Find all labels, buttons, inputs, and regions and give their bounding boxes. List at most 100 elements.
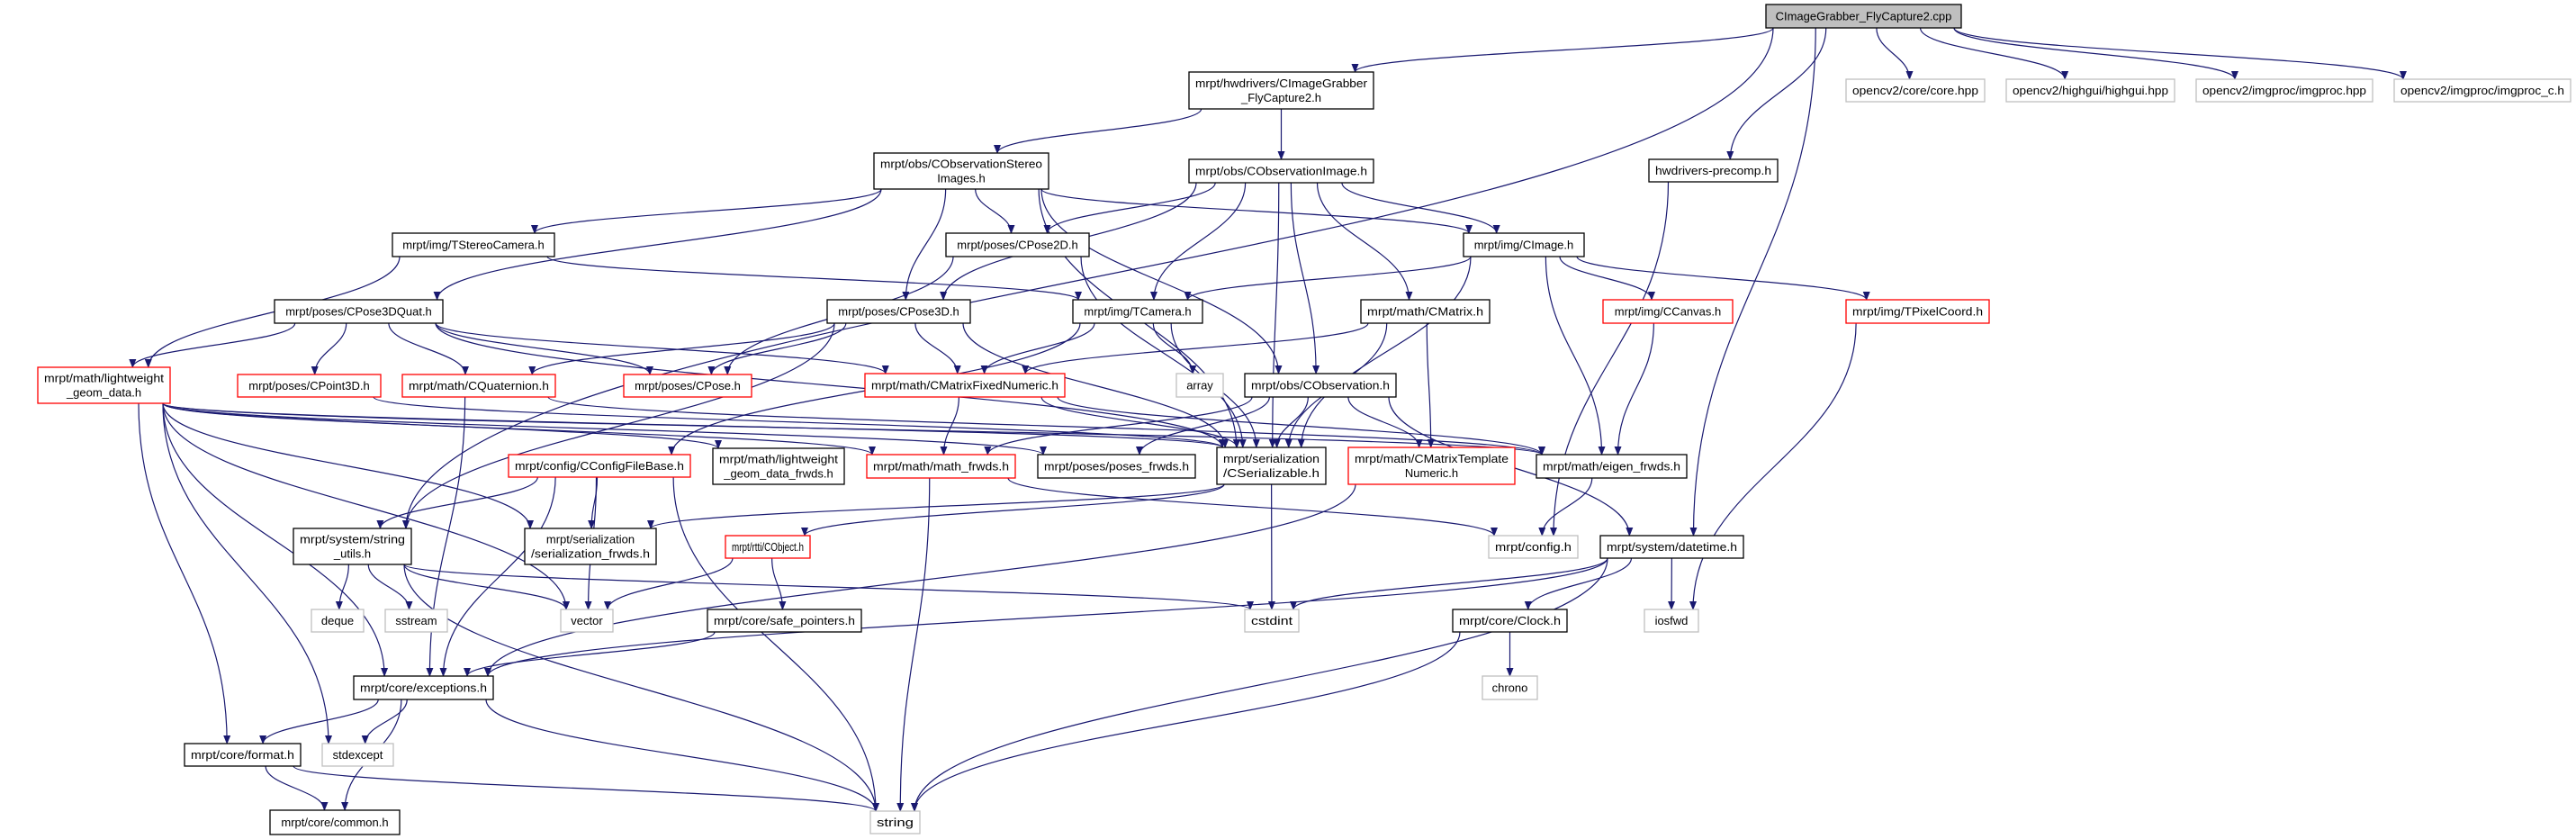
- edge-cconfig-to-string: [672, 476, 879, 812]
- edge-cser-to-serfrwds: [647, 483, 1225, 529]
- edge-stereo-to-cobs: [1040, 188, 1283, 374]
- node-serfrwds[interactable]: mrpt/serialization/serialization_frwds.h: [524, 528, 657, 565]
- node-imgproc[interactable]: opencv2/imgproc/imgproc.hpp: [2195, 78, 2373, 103]
- node-cmfn[interactable]: mrpt/math/CMatrixFixedNumeric.h: [864, 373, 1066, 398]
- edge-cimage-to-cser: [1297, 256, 1472, 448]
- node-highgui[interactable]: opencv2/highgui/highgui.hpp: [2005, 78, 2175, 103]
- node-box: [1188, 158, 1374, 184]
- node-box: [401, 374, 556, 398]
- node-cquat[interactable]: mrpt/math/CQuaternion.h: [401, 374, 556, 398]
- edge-cpose3d-to-cpose: [707, 322, 847, 375]
- node-ccanvas[interactable]: mrpt/img/CCanvas.h: [1602, 299, 1734, 324]
- node-precomp[interactable]: hwdrivers-precomp.h: [1648, 158, 1779, 183]
- edge-lwgd-to-stdexcept: [162, 402, 333, 744]
- edge-mathfrwds-to-config: [1007, 477, 1498, 537]
- edge-exceptions-to-stdexcept: [361, 699, 408, 744]
- node-ig_h[interactable]: mrpt/hwdrivers/CImageGrabber_FlyCapture2…: [1188, 71, 1374, 110]
- node-datetime[interactable]: mrpt/system/datetime.h: [1599, 535, 1744, 559]
- edge-cquat-to-exceptions: [426, 396, 466, 677]
- edge-cpp-to-imgproc_c: [1953, 27, 2407, 80]
- edge-cser-to-cobject: [801, 483, 1225, 537]
- node-box: [2393, 78, 2571, 103]
- node-strutils[interactable]: mrpt/system/string_utils.h: [293, 528, 412, 565]
- node-config[interactable]: mrpt/config.h: [1488, 535, 1579, 559]
- node-stdexcept[interactable]: stdexcept: [321, 743, 394, 767]
- node-box: [623, 374, 752, 398]
- node-box: [392, 232, 555, 257]
- node-box: [1360, 299, 1491, 324]
- node-deque[interactable]: deque: [311, 609, 365, 633]
- node-label: mrpt/core/common.h: [281, 816, 388, 829]
- node-lwfrwds[interactable]: mrpt/math/lightweight_geom_data_frwds.h: [712, 447, 845, 485]
- node-label: mrpt/poses/poses_frwds.h: [1044, 460, 1189, 474]
- node-cmatrix[interactable]: mrpt/math/CMatrix.h: [1360, 299, 1491, 324]
- node-common[interactable]: mrpt/core/common.h: [269, 809, 401, 835]
- edge-stereo-to-cpose2d: [975, 188, 1015, 234]
- edge-obsimg-to-cimage: [1341, 182, 1500, 234]
- node-box: [1644, 609, 1699, 633]
- node-core_hpp[interactable]: opencv2/core/core.hpp: [1845, 78, 1986, 103]
- edge-datetime-to-cstdint: [1290, 557, 1608, 610]
- node-chrono[interactable]: chrono: [1482, 675, 1538, 700]
- node-vector[interactable]: vector: [560, 609, 614, 633]
- node-box: [826, 299, 971, 324]
- edge-cobs-to-posesfrwds: [1136, 396, 1270, 456]
- node-cimage[interactable]: mrpt/img/CImage.h: [1463, 232, 1585, 257]
- node-cobs[interactable]: mrpt/obs/CObservation.h: [1244, 373, 1397, 398]
- edge-cpose3dquat-to-cpoint3d: [311, 322, 347, 375]
- node-box: [353, 675, 494, 700]
- node-mathfrwds[interactable]: mrpt/math/math_frwds.h: [866, 454, 1016, 479]
- node-box: [1482, 675, 1538, 700]
- node-sstream[interactable]: sstream: [384, 609, 448, 633]
- node-cconfig[interactable]: mrpt/config/CConfigFileBase.h: [508, 454, 691, 478]
- node-box: [293, 528, 412, 565]
- edge-cpose3dquat-to-cpose: [435, 322, 653, 375]
- node-cobject[interactable]: mrpt/rtti/CObject.h: [725, 535, 811, 559]
- node-cpose2d[interactable]: mrpt/poses/CPose2D.h: [945, 232, 1090, 257]
- node-label: mrpt/poses/CPoint3D.h: [248, 379, 369, 392]
- node-label: mrpt/system/datetime.h: [1607, 540, 1737, 554]
- node-box: [1188, 71, 1374, 110]
- node-label: mrpt/system/string: [300, 533, 405, 546]
- node-clock[interactable]: mrpt/core/Clock.h: [1452, 609, 1568, 633]
- node-label: mrpt/math/CMatrixFixedNumeric.h: [871, 379, 1058, 392]
- node-exceptions[interactable]: mrpt/core/exceptions.h: [353, 675, 494, 700]
- node-label: string: [877, 816, 914, 829]
- node-cpose[interactable]: mrpt/poses/CPose.h: [623, 374, 752, 398]
- edge-datetime-to-clock: [1524, 557, 1633, 610]
- node-label: iosfwd: [1655, 614, 1689, 627]
- node-string[interactable]: string: [869, 810, 921, 834]
- node-cpp[interactable]: CImageGrabber_FlyCapture2.cpp: [1765, 4, 1962, 29]
- edge-strutils-to-string: [403, 564, 879, 812]
- node-eigen[interactable]: mrpt/math/eigen_frwds.h: [1536, 454, 1688, 479]
- edge-clock-to-string: [911, 631, 1461, 812]
- node-array[interactable]: array: [1175, 373, 1224, 398]
- edge-cpoint3d-to-cser: [373, 396, 1226, 448]
- edge-cobject-to-vector: [604, 557, 734, 610]
- node-cser[interactable]: mrpt/serialization/CSerializable.h: [1216, 447, 1327, 485]
- node-obsimg[interactable]: mrpt/obs/CObservationImage.h: [1188, 158, 1374, 184]
- node-cpose3dquat[interactable]: mrpt/poses/CPose3DQuat.h: [274, 299, 444, 324]
- node-label: mrpt/poses/CPose3D.h: [838, 305, 959, 319]
- node-label: _geom_data.h: [66, 386, 141, 400]
- edge-datetime-to-exceptions: [484, 557, 1608, 677]
- edge-cpose3d-to-cquat: [528, 322, 835, 375]
- node-cpoint3d[interactable]: mrpt/poses/CPoint3D.h: [237, 374, 382, 398]
- node-safeptr[interactable]: mrpt/core/safe_pointers.h: [707, 609, 862, 633]
- node-tcamera[interactable]: mrpt/img/TCamera.h: [1072, 299, 1203, 324]
- node-posesfrwds[interactable]: mrpt/poses/poses_frwds.h: [1037, 454, 1196, 479]
- node-box: [712, 447, 845, 485]
- edge-cobject-to-safeptr: [771, 557, 787, 610]
- node-cpose3d[interactable]: mrpt/poses/CPose3D.h: [826, 299, 971, 324]
- node-tpixel[interactable]: mrpt/img/TPixelCoord.h: [1845, 299, 1990, 324]
- node-lwgd[interactable]: mrpt/math/lightweight_geom_data.h: [37, 366, 171, 404]
- node-tstereo[interactable]: mrpt/img/TStereoCamera.h: [392, 232, 555, 257]
- node-format[interactable]: mrpt/core/format.h: [184, 743, 302, 767]
- node-label: mrpt/poses/CPose2D.h: [957, 239, 1077, 252]
- node-iosfwd[interactable]: iosfwd: [1644, 609, 1699, 633]
- node-label: hwdrivers-precomp.h: [1655, 164, 1771, 177]
- node-cstdint[interactable]: cstdint: [1244, 609, 1300, 633]
- node-imgproc_c[interactable]: opencv2/imgproc/imgproc_c.h: [2393, 78, 2571, 103]
